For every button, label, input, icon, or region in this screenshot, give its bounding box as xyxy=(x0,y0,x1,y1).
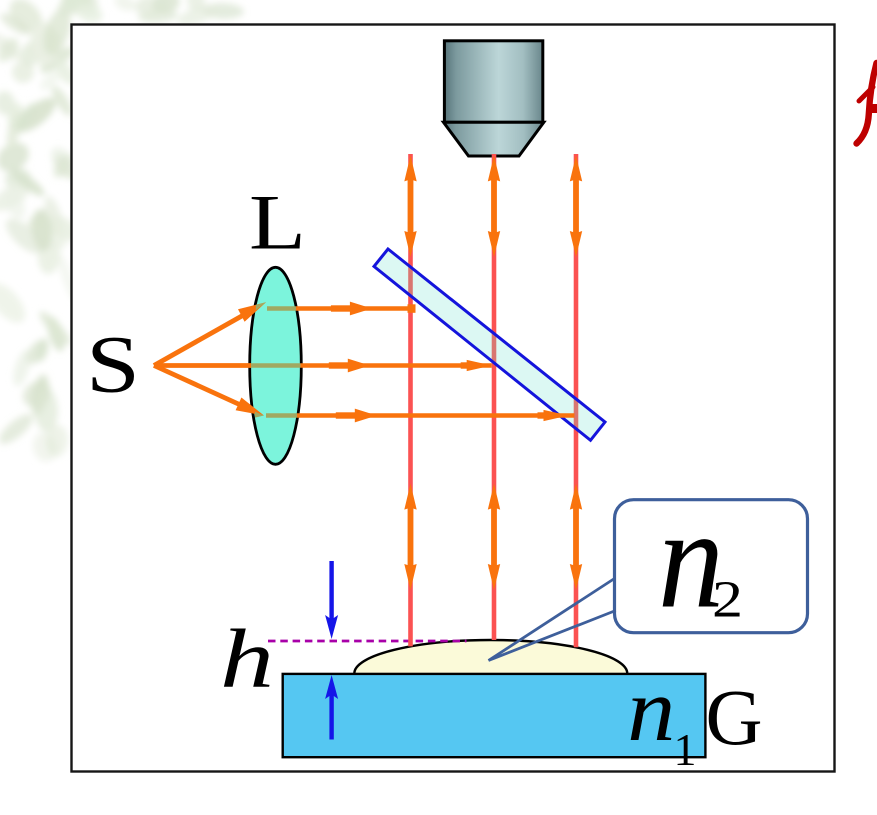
svg-text:G: G xyxy=(706,675,763,762)
svg-text:2: 2 xyxy=(712,572,743,629)
svg-text:n: n xyxy=(658,480,724,638)
svg-text:S: S xyxy=(86,319,140,410)
svg-text:n: n xyxy=(627,661,675,760)
svg-text:L: L xyxy=(249,178,306,265)
svg-text:h: h xyxy=(220,613,274,706)
svg-text:1: 1 xyxy=(674,724,697,775)
